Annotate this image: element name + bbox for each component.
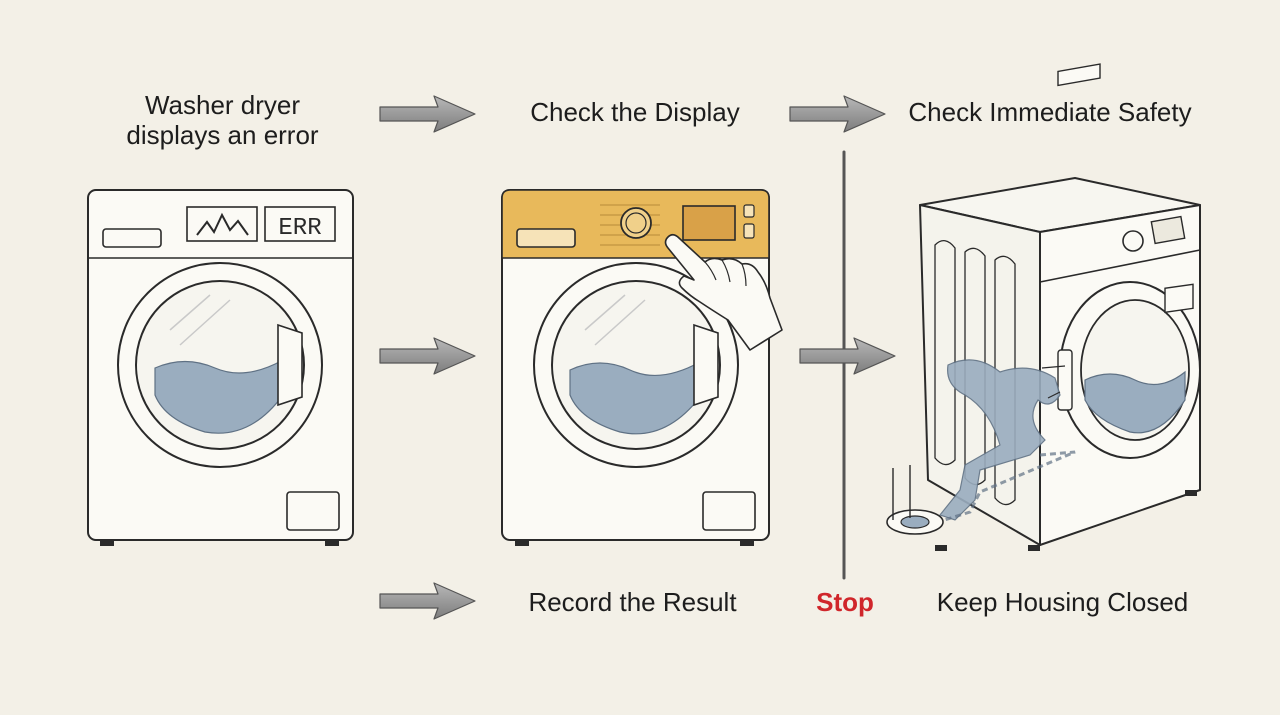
pointing-hand-icon bbox=[664, 233, 783, 351]
arrow-right-icon bbox=[379, 582, 476, 620]
step-keep-closed-label: Keep Housing Closed bbox=[936, 587, 1189, 617]
arrow-right-icon bbox=[379, 337, 476, 375]
error-display bbox=[264, 206, 336, 242]
washer-check-display bbox=[501, 189, 783, 546]
arrow-right-icon bbox=[799, 337, 896, 375]
washer-leak bbox=[886, 63, 1201, 551]
arrow-right-icon bbox=[789, 95, 886, 133]
arrow-right-icon bbox=[379, 95, 476, 133]
step-check-safety-label: Check Immediate Safety bbox=[908, 97, 1192, 127]
step-start-label: Washer dryer displays an error bbox=[126, 90, 319, 150]
warning-display bbox=[186, 206, 258, 242]
warning-wave-icon bbox=[196, 212, 249, 236]
stop-label: Stop bbox=[816, 587, 874, 617]
step-record-result-label: Record the Result bbox=[528, 587, 737, 617]
error-code: ERR bbox=[278, 215, 321, 242]
washer-error: ERR bbox=[87, 189, 354, 546]
step-check-display-label: Check the Display bbox=[530, 97, 740, 127]
